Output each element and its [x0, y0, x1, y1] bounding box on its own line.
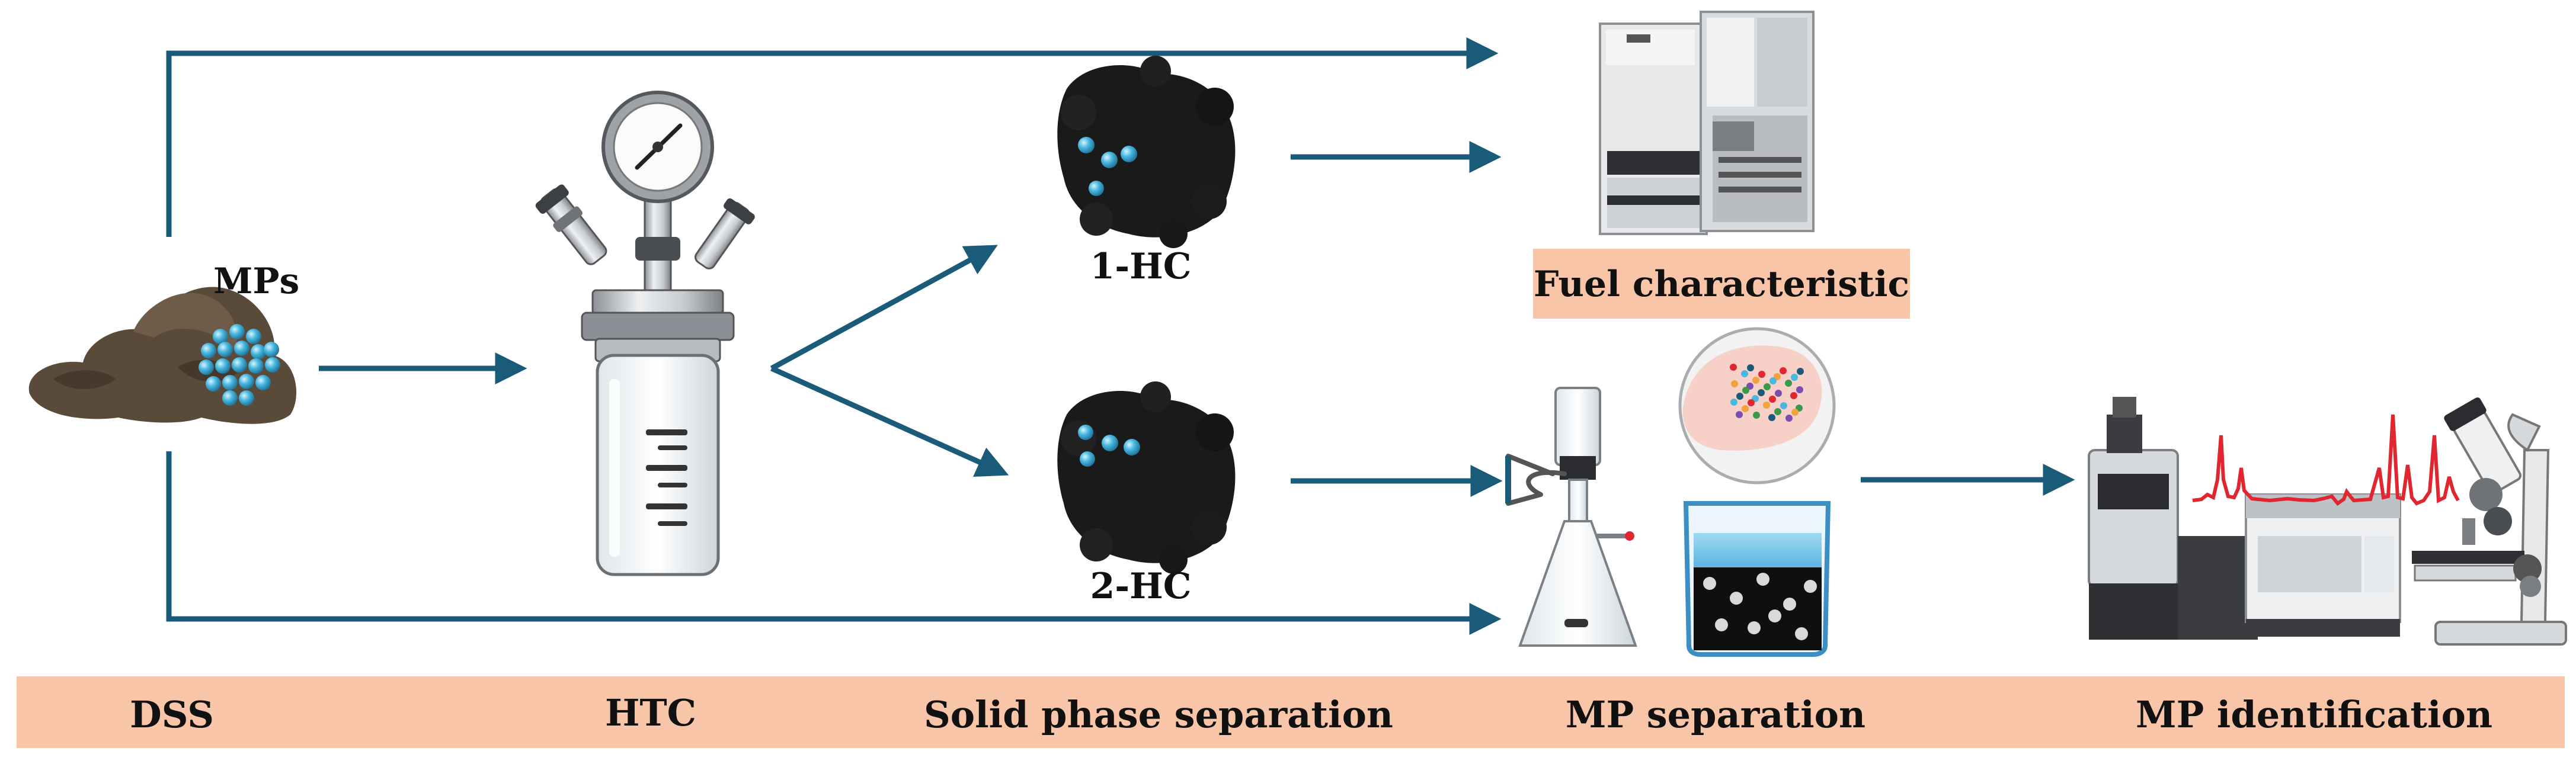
suspended-particle — [1756, 573, 1769, 586]
microplastic-fragment — [1768, 414, 1775, 421]
microplastic-fragment — [1753, 412, 1760, 419]
microplastic-particle — [229, 324, 245, 339]
filter-magnification-icon — [1678, 327, 1836, 484]
microplastic-fragment — [1774, 408, 1781, 415]
microplastic-particle — [234, 341, 249, 356]
arrow-dss-to-fuel — [166, 37, 1499, 237]
vacuum-filtration-icon — [1505, 387, 1637, 647]
microplastic-fragment — [1769, 396, 1776, 403]
microplastic-fragment — [1758, 371, 1765, 378]
microplastic-fragment — [1763, 402, 1770, 409]
arrow-dss-to-mp-separation — [166, 451, 1502, 635]
hc2-label: 2-HC — [1090, 566, 1191, 607]
microplastic-particle — [248, 358, 264, 374]
microplastic-particle — [213, 329, 228, 344]
suspended-particle — [1715, 618, 1728, 631]
microplastic-particle — [255, 375, 271, 390]
microplastic-fragment — [1790, 392, 1797, 399]
microplastic-particle — [265, 357, 280, 373]
stage-label-dss: DSS — [130, 693, 214, 736]
flow-arrows — [166, 37, 2075, 635]
fuel-characteristic-box — [1533, 249, 1910, 319]
suspended-particle — [1768, 609, 1781, 622]
stage-label-htc: HTC — [605, 691, 696, 734]
microplastic-particle — [239, 390, 254, 406]
microplastic-particle — [251, 344, 266, 360]
microplastic-particle — [239, 374, 254, 389]
microplastic-fragment — [1742, 405, 1749, 412]
microplastic-particle — [199, 360, 214, 375]
stage-label-solid-phase-separation: Solid phase separation — [924, 693, 1393, 736]
microplastic-fragment — [1752, 377, 1759, 384]
ftir-spectrum-line — [2192, 414, 2460, 506]
microplastic-particle — [246, 329, 261, 344]
ftir-spectrometer-icon — [2088, 397, 2401, 640]
microplastic-fragment — [1748, 399, 1755, 406]
suspended-particle — [1804, 580, 1817, 593]
microplastic-fragment — [1785, 380, 1792, 387]
microplastic-particle — [264, 342, 279, 357]
suspended-particle — [1703, 577, 1716, 590]
microplastic-fragment — [1791, 374, 1798, 381]
microplastic-fragment — [1775, 390, 1782, 397]
microplastic-fragment — [1736, 393, 1743, 400]
microscope-icon — [2412, 397, 2567, 646]
mps-label: MPs — [213, 261, 299, 302]
microplastic-particle — [222, 390, 238, 406]
density-separation-beaker-icon — [1683, 501, 1831, 657]
microplastic-fragment — [1747, 364, 1754, 371]
microplastic-fragment — [1741, 370, 1748, 377]
microplastic-fragment — [1730, 399, 1737, 406]
htc-reactor-icon — [535, 91, 755, 576]
microplastic-fragment — [1742, 387, 1749, 394]
fuel-analyzer-icon — [1599, 11, 1815, 235]
microplastic-fragment — [1731, 380, 1738, 387]
hc1-label: 1-HC — [1090, 246, 1191, 287]
microplastic-particle — [232, 357, 247, 373]
sludge-with-microplastics-icon — [28, 287, 297, 424]
microplastic-fragment — [1796, 386, 1803, 393]
stage-band — [17, 676, 2565, 748]
microplastic-fragment — [1780, 367, 1787, 374]
microplastic-fragment — [1758, 389, 1765, 396]
microplastic-particle — [206, 376, 221, 391]
hydrochar-2-icon — [1057, 381, 1236, 574]
fuel-characteristic-label: Fuel characteristic — [1534, 264, 1909, 305]
arrow-htc-to-hc1 — [770, 245, 998, 371]
microplastic-fragment — [1797, 368, 1804, 375]
microplastic-fragment — [1769, 377, 1777, 384]
suspended-particle — [1748, 621, 1761, 634]
stage-label-mp-separation: MP separation — [1566, 693, 1865, 736]
suspended-particle — [1783, 598, 1796, 611]
microplastic-particle — [217, 342, 233, 357]
microplastic-particle — [201, 343, 216, 358]
microplastic-fragment — [1736, 411, 1743, 418]
stage-label-mp-identification: MP identification — [2136, 693, 2492, 736]
suspended-particle — [1730, 592, 1743, 605]
hydrochar-1-icon — [1057, 56, 1236, 248]
suspended-particle — [1795, 627, 1808, 640]
microplastic-fragment — [1791, 409, 1799, 416]
microplastic-particle — [215, 358, 231, 374]
microplastic-fragment — [1730, 364, 1737, 371]
microplastic-particle — [222, 375, 238, 390]
microplastic-fragment — [1764, 383, 1771, 390]
microplastic-fragment — [1785, 415, 1793, 422]
microplastic-fragment — [1780, 402, 1787, 409]
arrow-htc-to-hc2 — [770, 365, 1009, 477]
